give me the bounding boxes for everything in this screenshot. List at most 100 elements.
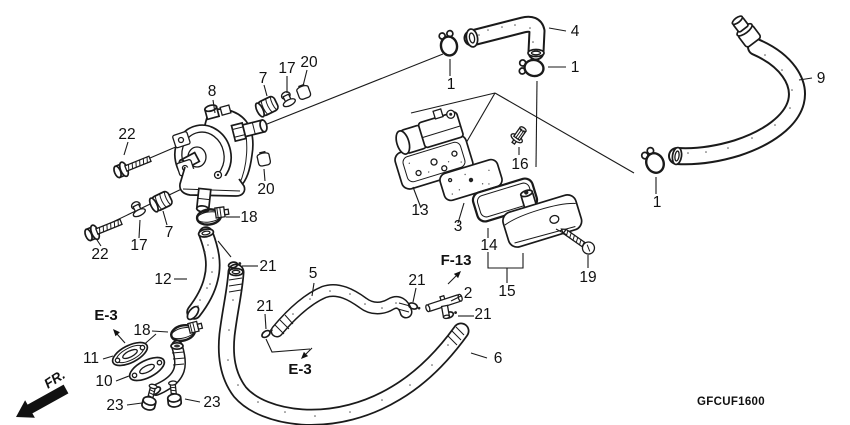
callout-21-ring-b: 21 [256, 298, 273, 315]
callout-6-hose-long: 6 [494, 350, 503, 367]
page-ref-f13: F-13 [441, 252, 472, 269]
stopper-valve-lower [130, 201, 146, 218]
callout-21-ring-c: 21 [408, 272, 425, 289]
callout-7-grommet-lower: 7 [165, 224, 174, 241]
leader-line [126, 402, 143, 406]
callout-13-reed-assy: 13 [411, 202, 428, 219]
hose-9-stipple [687, 54, 793, 154]
leader-line [555, 228, 568, 236]
leader-line [212, 99, 216, 114]
callout-1-clamp-left: 1 [447, 76, 456, 93]
air-control-valve-pump [172, 104, 268, 213]
f13-arrow-icon [453, 271, 461, 279]
callout-7-grommet-upper: 7 [259, 70, 268, 87]
hex-bolt-lower [84, 218, 123, 242]
diagram-code: GFCUF1600 [697, 396, 765, 408]
leader-line [302, 69, 308, 87]
clamp-1-hose4-left [438, 29, 459, 57]
pump-outlet-fitting [230, 119, 268, 143]
assembly-line [461, 92, 496, 151]
assembly-line [410, 92, 496, 114]
callout-21-ring-d: 21 [474, 306, 491, 323]
flange-bolt [510, 126, 527, 145]
clamp-1-hose4-right [518, 58, 545, 78]
leader-line [264, 313, 267, 330]
joint-bolt-right [166, 380, 183, 408]
hose-6-long [217, 263, 470, 425]
hose-clamp-upper [195, 206, 230, 226]
callout-18-clamp-upper: 18 [240, 209, 257, 226]
callout-10-joint-pipe: 10 [95, 373, 113, 390]
callout-3-reed-valve: 3 [454, 218, 463, 235]
leader-lines [96, 27, 813, 406]
callout-23-bolt-right: 23 [203, 394, 220, 411]
leader-line [457, 202, 465, 224]
callout-22-bolt-lower: 22 [91, 246, 108, 263]
assembly-line [494, 92, 635, 174]
front-direction-arrow-icon [16, 384, 69, 418]
grommet-lower [148, 190, 173, 213]
callout-18-clamp-lower: 18 [133, 322, 150, 339]
leader-line [311, 282, 315, 297]
callout-19-screw: 19 [579, 269, 596, 286]
leader-line [450, 295, 462, 302]
assembly-line [149, 145, 179, 159]
callout-11-flange: 11 [83, 350, 99, 367]
callout-1-clamp-hose9: 1 [653, 194, 662, 211]
leader-line [798, 77, 813, 81]
hose-12-valve-lower [186, 226, 221, 321]
callout-9-hose-bent: 9 [817, 70, 826, 87]
assembly-line [535, 80, 538, 168]
tee-joint [425, 293, 463, 320]
hose-clamp-lower [170, 320, 204, 343]
leader-line [96, 239, 102, 247]
leader-line [265, 338, 311, 353]
front-direction-indicator: FR. [16, 367, 69, 418]
callout-5-hose-middle: 5 [309, 265, 318, 282]
callout-17-stopper-upper: 17 [278, 60, 295, 77]
ring-21-hose6-top [227, 261, 242, 269]
pipe-flange-on-joint [128, 356, 166, 382]
callout-16-flange-bolt: 16 [511, 156, 528, 173]
valve-cover [502, 189, 583, 248]
leader-line [263, 84, 268, 97]
ring-21-hose5-left [261, 328, 273, 339]
leader-line [102, 355, 114, 360]
assembly-line [251, 53, 444, 131]
joint-bolt-left [141, 383, 158, 411]
hex-bolt-upper [113, 155, 152, 179]
nut-upper [296, 83, 312, 100]
hose-5-middle [270, 283, 413, 338]
callout-22-bolt-upper: 22 [118, 126, 135, 143]
e3-right-arrow-icon [301, 351, 309, 359]
leader-line [151, 330, 169, 333]
callout-20-nut-upper: 20 [300, 54, 318, 71]
hose-4-elbow [463, 15, 546, 61]
clamp-1-hose9 [640, 146, 665, 174]
joint-pipe-10 [148, 340, 187, 396]
e3-left-arrow-icon [113, 329, 120, 337]
bracket-line-14-15 [487, 252, 524, 269]
page-ref-arrows [113, 271, 461, 359]
callout-20-nut-middle: 20 [257, 181, 275, 198]
callout-2-tee: 2 [464, 285, 473, 302]
callout-12-valve-hose: 12 [154, 271, 171, 288]
callout-14-gasket: 14 [480, 237, 498, 254]
callout-4-hose-elbow: 4 [571, 23, 580, 40]
grommet-upper [254, 95, 279, 118]
leader-line [412, 186, 422, 209]
callout-21-ring-a: 21 [259, 258, 276, 275]
hose-9-bent [668, 15, 806, 166]
page-ref-e3-right: E-3 [288, 361, 311, 378]
callout-8-control-valve: 8 [208, 83, 217, 100]
callout-17-stopper-lower: 17 [130, 237, 147, 254]
leader-line [123, 141, 129, 156]
callout-labels: 4 1 1 9 8 7 17 20 22 20 18 7 17 22 12 21… [83, 23, 825, 414]
leader-line [162, 210, 168, 226]
nut-middle [256, 150, 272, 167]
leader-line [138, 219, 141, 239]
hose-9-connector [731, 15, 762, 48]
callout-23-bolt-left: 23 [106, 397, 123, 414]
